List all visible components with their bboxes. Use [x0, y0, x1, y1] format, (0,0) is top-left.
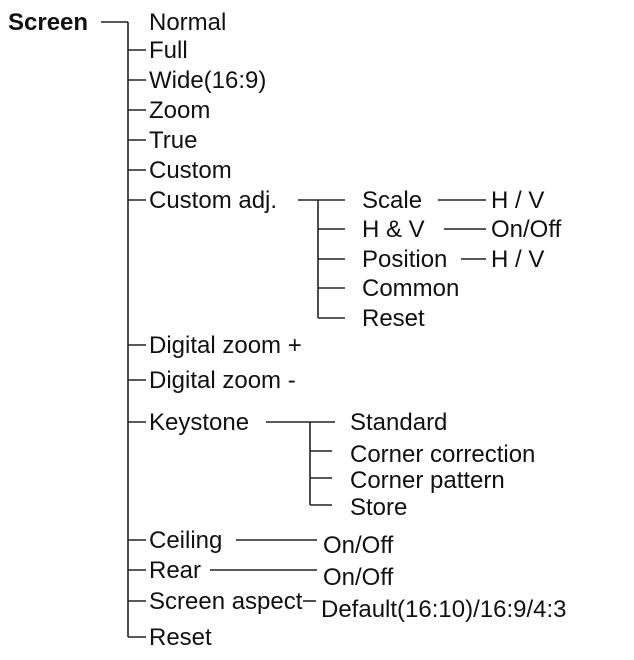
keystone-corner-correction: Corner correction — [350, 441, 535, 468]
hv-value: On/Off — [491, 216, 562, 243]
custom-adj-scale: Scale — [362, 187, 422, 214]
keystone-standard: Standard — [350, 409, 447, 436]
item-rear: Rear — [149, 557, 201, 584]
item-reset: Reset — [149, 624, 212, 651]
item-custom: Custom — [149, 157, 232, 184]
ceiling-value: On/Off — [323, 532, 394, 559]
item-zoom: Zoom — [149, 97, 210, 124]
custom-adj-h-and-v: H & V — [362, 216, 425, 243]
item-digital-zoom-plus: Digital zoom + — [149, 332, 302, 359]
item-full: Full — [149, 37, 188, 64]
root-label: Screen — [8, 9, 88, 36]
item-ceiling: Ceiling — [149, 527, 222, 554]
item-true: True — [149, 127, 197, 154]
rear-value: On/Off — [323, 564, 394, 591]
custom-adj-common: Common — [362, 275, 459, 302]
scale-value: H / V — [491, 187, 544, 214]
position-value: H / V — [491, 246, 544, 273]
item-screen-aspect: Screen aspect — [149, 588, 303, 615]
custom-adj-reset: Reset — [362, 305, 425, 332]
item-keystone: Keystone — [149, 409, 249, 436]
item-wide: Wide(16:9) — [149, 67, 266, 94]
screen-aspect-value: Default(16:10)/16:9/4:3 — [321, 596, 567, 623]
item-custom-adj: Custom adj. — [149, 187, 277, 214]
keystone-corner-pattern: Corner pattern — [350, 467, 505, 494]
keystone-store: Store — [350, 494, 407, 521]
item-digital-zoom-minus: Digital zoom - — [149, 367, 296, 394]
custom-adj-position: Position — [362, 246, 447, 273]
item-normal: Normal — [149, 9, 226, 36]
